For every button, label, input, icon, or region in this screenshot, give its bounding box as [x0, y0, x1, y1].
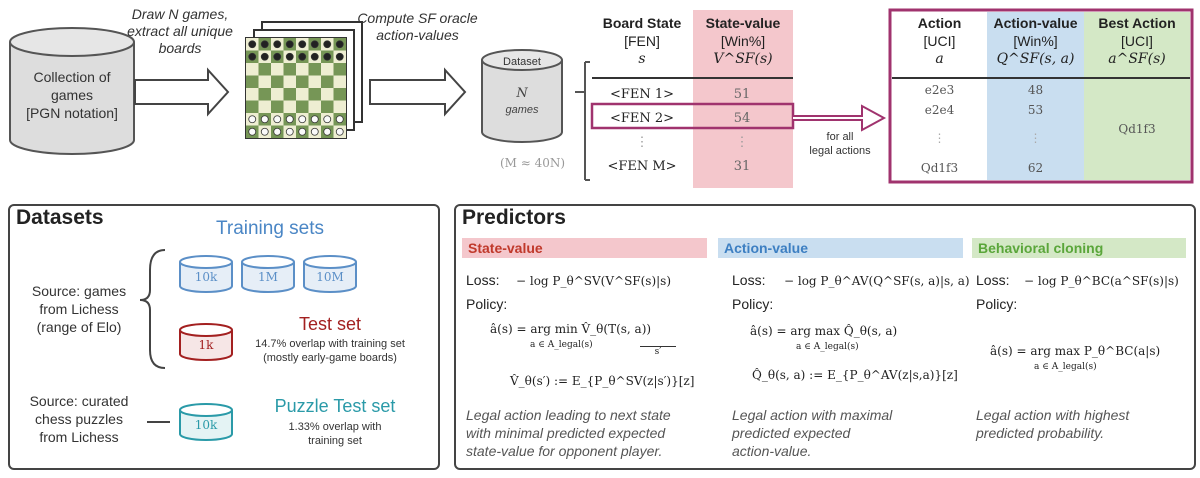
- av-policy-expr: â(s) = arg max Q̂_θ(s, a): [750, 324, 898, 338]
- av-loss-label: Loss:: [732, 272, 766, 288]
- collection-cylinder-icon: [9, 27, 135, 155]
- datasets-title: Datasets: [16, 206, 104, 229]
- test-set-title: Test set: [298, 314, 362, 334]
- action-table-col3-header: Best Action[UCI]a^SF(s): [1098, 15, 1176, 67]
- predictors-title: Predictors: [462, 206, 566, 229]
- action-table-col2-header: Action-value[Win%]Q^SF(s, a): [993, 15, 1078, 67]
- test-overlap: 14.7% overlap with training set(mostly e…: [255, 338, 405, 364]
- av-policy-sub: a ∈ A_legal(s): [796, 342, 859, 352]
- source-games-brace-icon: [139, 249, 166, 369]
- dataset-n: N: [516, 86, 528, 101]
- test-cylinder: 1k: [178, 322, 234, 362]
- av-policy-label: Policy:: [732, 296, 774, 312]
- sv-loss-expr: − log P_θ^SV(V^SF(s)|s): [516, 274, 672, 288]
- state-row: <FEN 2>54: [609, 110, 751, 126]
- training-cylinder-1m: 1M: [240, 254, 296, 294]
- sv-policy-sub: a ∈ A_legal(s): [530, 340, 593, 350]
- predictors-panel: [454, 204, 1196, 470]
- action-row: ⋮⋮: [933, 131, 1042, 145]
- puzzle-set-title: Puzzle Test set: [274, 396, 396, 416]
- action-table-col1-header: Action[UCI]a: [917, 15, 962, 67]
- puzzle-cylinder: 10k: [178, 402, 234, 442]
- av-value-def: Q̂_θ(s, a) := E_{P_θ^AV(z|s,a)}[z]: [752, 368, 958, 382]
- training-sets-title: Training sets: [215, 218, 325, 239]
- for-all-arrow-icon: [793, 104, 887, 132]
- dataset-cylinder-icon: [481, 49, 563, 143]
- m-approx: (M ≈ 40N): [500, 156, 566, 170]
- state-row: <FEN M>31: [607, 158, 751, 174]
- sv-loss-label: Loss:: [466, 272, 500, 288]
- state-value-column-bg: [693, 10, 793, 188]
- action-table-frame: [888, 8, 1194, 184]
- sv-policy-label: Policy:: [466, 296, 508, 312]
- bc-loss-label: Loss:: [976, 272, 1010, 288]
- dataset-games: games: [505, 104, 539, 116]
- training-cylinder-10m: 10M: [302, 254, 358, 294]
- best-action-value: Qd1f3: [1118, 122, 1156, 136]
- state-row: <FEN 1>51: [609, 86, 751, 102]
- action-value-header: Action-value: [718, 238, 963, 258]
- bc-policy-sub: a ∈ A_legal(s): [1034, 362, 1097, 372]
- chessboard-stack-icon: [245, 21, 363, 139]
- sv-policy-underbrace: s′: [640, 346, 676, 357]
- sv-value-def: V̂_θ(s′) := E_{P_θ^SV(z|s′)}[z]: [510, 374, 695, 388]
- training-cylinder-10k: 10k: [178, 254, 234, 294]
- datasets-panel: [8, 204, 440, 470]
- dataset-title: Dataset: [503, 56, 541, 68]
- state-row: ⋮⋮: [635, 134, 749, 150]
- compute-arrow-icon: [369, 67, 467, 117]
- av-loss-expr: − log P_θ^AV(Q^SF(s, a)|s, a): [784, 274, 970, 288]
- bc-loss-expr: − log P_θ^BC(a^SF(s)|s): [1024, 274, 1179, 288]
- bc-policy-label: Policy:: [976, 296, 1018, 312]
- draw-arrow-icon: [134, 67, 230, 117]
- training-cylinders: 10k 1M 10M: [178, 254, 408, 298]
- sv-policy-expr: â(s) = arg min V̂_θ(T(s, a)): [490, 322, 652, 336]
- state-table-body: <FEN 1>51 <FEN 2>54 ⋮⋮ <FEN M>31: [592, 82, 793, 178]
- state-value-header: State-value: [462, 238, 707, 258]
- bc-policy-expr: â(s) = arg max P_θ^BC(a|s): [990, 344, 1161, 358]
- dataset-bracket-icon: [575, 61, 590, 181]
- state-table-col1-header: Board State[FEN]s: [602, 15, 682, 67]
- state-table-col2-header: State-value[Win%]V^SF(s): [705, 15, 781, 67]
- behavioral-cloning-header: Behavioral cloning: [972, 238, 1186, 258]
